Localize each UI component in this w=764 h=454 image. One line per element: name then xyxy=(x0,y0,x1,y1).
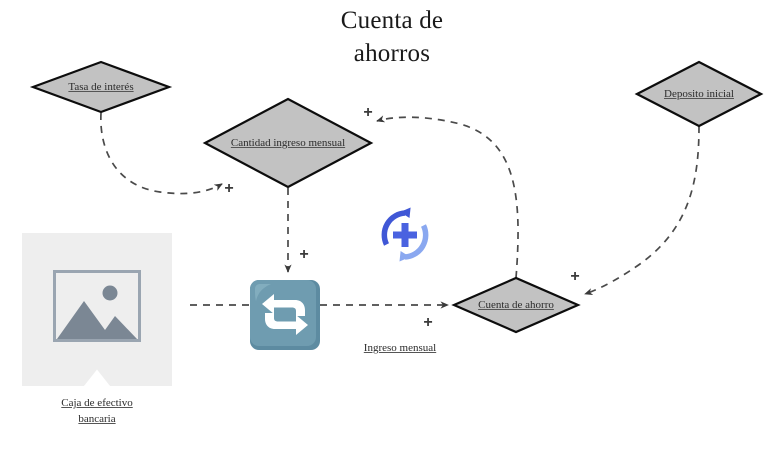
node-deposito-inicial[interactable] xyxy=(634,60,764,128)
polarity-plus-deposito-cuenta: + xyxy=(570,268,580,285)
node-label-deposito-inicial: Deposito inicial xyxy=(664,88,734,100)
node-tasa-de-interes[interactable] xyxy=(29,60,173,114)
node-cuenta-de-ahorro[interactable] xyxy=(451,276,581,334)
polarity-plus-ingreso-mensual: + xyxy=(423,314,433,331)
link-tasa-to-cantidad xyxy=(100,112,223,195)
connector-layer xyxy=(100,112,700,309)
polarity-plus-cuenta-cantidad: + xyxy=(363,104,373,121)
polarity-plus-cantidad-flow: + xyxy=(299,246,309,263)
node-label-cantidad-ingreso-mensual: Cantidad ingreso mensual xyxy=(230,137,346,149)
title-line-2: ahorros xyxy=(353,40,431,67)
polarity-plus-tasa-cantidad: + xyxy=(224,180,234,197)
stock-label-line-2: bancaria xyxy=(78,412,116,425)
node-layer xyxy=(29,60,764,334)
stock-label-caja-de-efectivo-bancaria: Caja de efectivo bancaria xyxy=(61,396,132,428)
link-deposito-to-cuenta xyxy=(584,125,700,296)
title-line-1: Cuenta de xyxy=(340,7,444,34)
link-cuenta-to-cantidad xyxy=(376,115,519,279)
page-title: Cuenta de ahorros xyxy=(252,4,532,70)
stock-caja-de-efectivo-bancaria[interactable] xyxy=(22,233,172,386)
flow-label-ingreso-mensual: Ingreso mensual xyxy=(363,342,437,354)
placeholder-notch xyxy=(22,368,172,386)
stock-label-line-1: Caja de efectivo xyxy=(61,397,133,409)
node-cantidad-ingreso-mensual[interactable] xyxy=(202,97,374,189)
circular-arrows-plus-icon xyxy=(381,207,429,262)
flow-valve-icon[interactable] xyxy=(249,279,321,351)
node-label-cuenta-de-ahorro: Cuenta de ahorro xyxy=(478,299,554,311)
node-label-tasa-de-interes: Tasa de interés xyxy=(68,81,134,93)
broken-image-icon xyxy=(53,269,141,342)
